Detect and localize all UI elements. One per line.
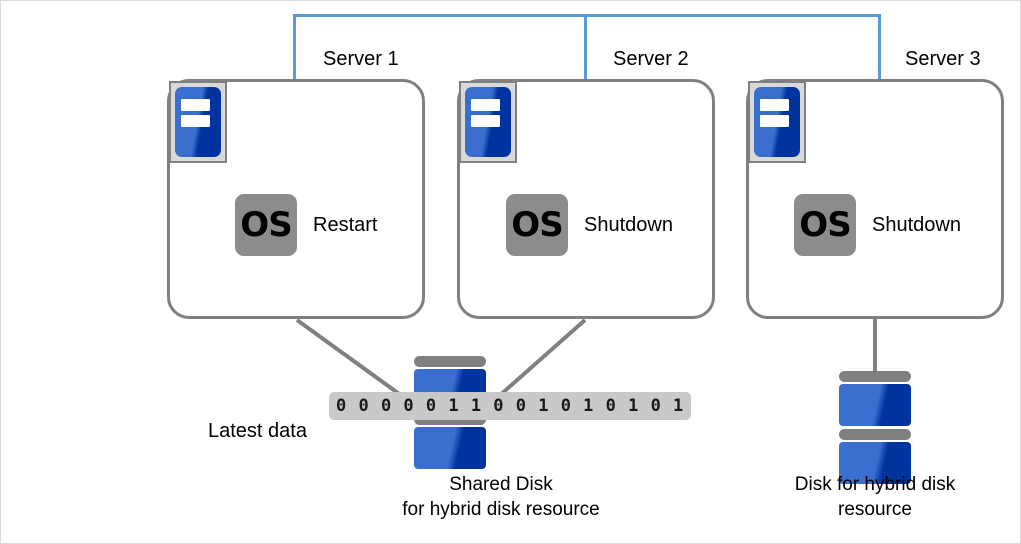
server-1-state-label: Restart [313,213,378,236]
machine-icon-bar-top [760,98,789,111]
server-1-title: Server 1 [323,48,399,70]
disk-cap-top [839,371,911,382]
os-icon: OS [235,194,297,256]
server-2-title: Server 2 [613,48,689,70]
os-icon: OS [506,194,568,256]
bracket-top-line [293,14,881,17]
machine-icon-body [175,87,221,157]
disk-slab-bottom [839,442,911,484]
server-3-state-label: Shutdown [872,213,961,236]
disk-cap-top [414,356,486,367]
disk-slab-bottom [414,427,486,469]
server-3-os-status: OS Shutdown [794,194,961,256]
machine-icon-body [754,87,800,157]
bracket-middle-leg [584,14,587,79]
machine-icon-bar-top [181,98,210,111]
latest-data-label: Latest data [208,420,307,442]
server-1-machine-icon [169,81,227,163]
server-2-os-status: OS Shutdown [506,194,673,256]
machine-icon-bar-bottom [760,115,789,127]
server-2-state-label: Shutdown [584,213,673,236]
machine-icon-bar-top [471,98,500,111]
server-3-machine-icon [748,81,806,163]
server-3-title: Server 3 [905,48,981,70]
os-icon: OS [794,194,856,256]
machine-icon-bar-bottom [471,115,500,127]
server3-disk-label: Disk for hybrid disk resource [794,474,956,520]
machine-icon-body [465,87,511,157]
server-2-machine-icon [459,81,517,163]
latest-data-binary-block: 0 0 0 0 0 1 1 0 0 1 0 1 0 1 0 1 [329,392,692,421]
disk-cap-middle [839,429,911,440]
bracket-left-leg [293,14,296,79]
disk-slab-top [839,384,911,426]
shared-disk-label: Shared Disk for hybrid disk resource [402,474,600,520]
server-1-os-status: OS Restart [235,194,377,256]
bracket-right-leg [878,14,881,79]
server3-disk-icon [839,371,911,484]
machine-icon-bar-bottom [181,115,210,127]
connector-server3-to-disk [873,318,877,376]
